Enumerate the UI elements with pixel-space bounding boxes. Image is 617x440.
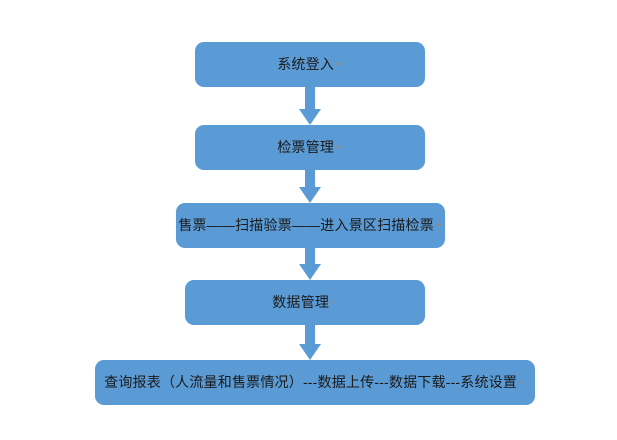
paragraph-mark-icon: ↵ (518, 377, 526, 388)
paragraph-mark-icon: ↵ (335, 59, 343, 70)
flow-node-reports-upload-download-settings[interactable]: 查询报表（人流量和售票情况）---数据上传---数据下载---系统设置↵ (95, 360, 535, 405)
paragraph-mark-icon: ↵ (335, 142, 343, 153)
arrow-shape (299, 248, 321, 280)
arrow-shape (299, 170, 321, 203)
flow-node-ticket-check-management[interactable]: 检票管理↵ (195, 125, 425, 170)
paragraph-mark-icon: ↵ (434, 220, 443, 231)
paragraph-mark-icon: ↵ (330, 297, 338, 308)
arrow-shape (299, 87, 321, 125)
arrow-node3-to-node4 (299, 248, 321, 280)
flow-node-label: 系统登入 (277, 56, 335, 73)
flow-node-label: 数据管理 (272, 294, 330, 311)
flow-node-ticketing-scan-entry[interactable]: 售票——扫描验票——进入景区扫描检票↵ (176, 203, 445, 248)
flow-node-system-login[interactable]: 系统登入↵ (195, 42, 425, 87)
arrow-node2-to-node3 (299, 170, 321, 203)
flow-node-label: 查询报表（人流量和售票情况）---数据上传---数据下载---系统设置 (104, 374, 518, 391)
arrow-shape (299, 325, 321, 360)
flow-node-label: 售票——扫描验票——进入景区扫描检票 (178, 217, 434, 234)
flow-node-label: 检票管理 (277, 139, 335, 156)
flow-node-data-management[interactable]: 数据管理↵ (185, 280, 425, 325)
arrow-node4-to-node5 (299, 325, 321, 360)
arrow-node1-to-node2 (299, 87, 321, 125)
